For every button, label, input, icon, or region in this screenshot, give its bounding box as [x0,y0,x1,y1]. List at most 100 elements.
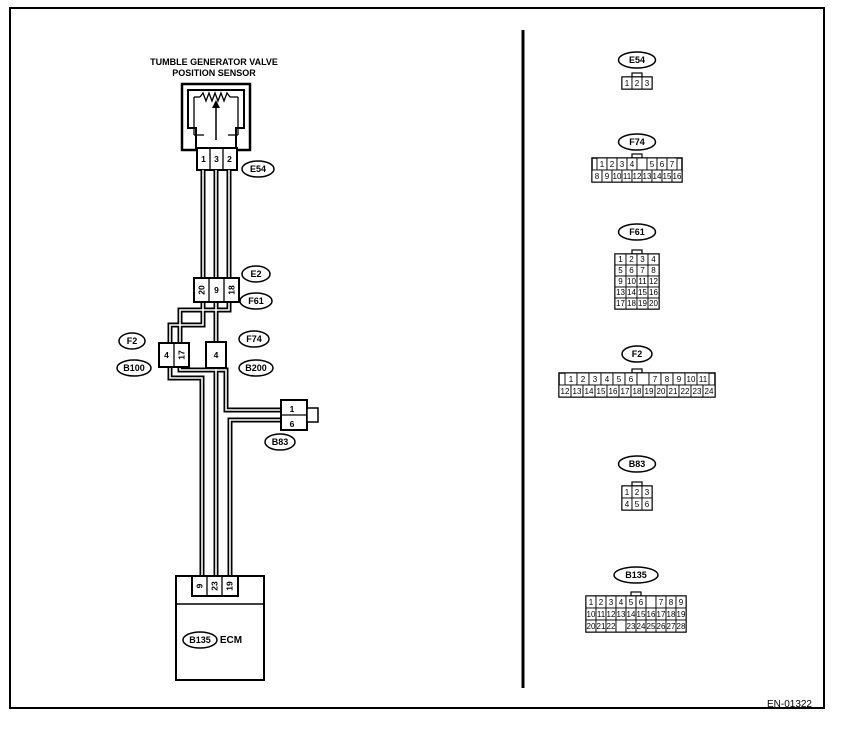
connector-pin: 18 [667,610,676,619]
connector-view-ref [613,566,659,584]
sensor-connector: 1 3 2 E54 [196,147,275,178]
connector-cell [636,157,648,171]
sensor-title: TUMBLE GENERATOR VALVE POSITION SENSOR [150,57,278,78]
left-connector-ref-top-label: F2 [127,336,138,346]
connector-cell [675,619,687,633]
connector-pin: 16 [673,172,682,181]
ecm-ref [182,631,218,649]
connector-pin: 14 [653,172,662,181]
connector-pin: 24 [705,387,714,396]
connector-pin: 4 [651,255,656,264]
ecm-ref-label: B135 [189,635,211,645]
connector-pin: 8 [665,375,670,384]
connector-pin: 6 [639,598,644,607]
connector-cell [615,619,627,633]
connector-pin: 22 [681,387,690,396]
connector-pin: 3 [645,79,650,88]
right-connector-ref [264,433,296,451]
connector-cell [641,76,653,90]
connector-pin: 7 [653,375,658,384]
right-pin-6: 6 [290,419,295,429]
connector-view-ref-label: F74 [629,137,645,147]
connector-pin: 3 [645,488,650,497]
connector-cell [645,595,657,609]
connector-pin: 16 [649,288,658,297]
connector-pin: 25 [647,622,656,631]
center-connector-ref-bottom-label: B200 [245,363,267,373]
connector-pin: 26 [657,622,666,631]
connector-pin: 9 [679,598,684,607]
connector-pin: 8 [651,266,656,275]
connector-cell [702,384,716,398]
connector-pin: 15 [663,172,672,181]
connector-pin: 12 [607,610,616,619]
ecm-pin-19: 19 [225,581,235,591]
connector-pin: 17 [657,610,666,619]
connector-pin: 4 [619,598,624,607]
sensor-pin-1: 1 [201,154,206,164]
connector-pin: 9 [605,172,610,181]
connector-pin: 3 [640,255,645,264]
connector-pin: 1 [625,79,630,88]
sensor-title-line1: TUMBLE GENERATOR VALVE [150,57,278,67]
connector-pin: 12 [649,277,658,286]
sensor-pin-3: 3 [214,154,219,164]
left-pin-4: 4 [164,350,169,360]
sensor-connector-ref [241,160,275,178]
connector-pin: 2 [599,598,604,607]
connector-pin: 22 [607,622,616,631]
sensor-connector-ref-label: E54 [250,164,266,174]
connector-pin: 15 [638,288,647,297]
connector-view-ref [617,223,657,241]
connector-pin: 1 [589,598,594,607]
right-connector: 1 6 B83 [264,399,319,451]
connector-pin: 1 [625,488,630,497]
connector-pin: 7 [670,160,675,169]
connector-view-ref-label: B83 [629,459,646,469]
connector-cell [636,372,650,386]
ecm-pin-9: 9 [195,583,205,588]
connector-pin: 10 [687,375,696,384]
connector-pin: 14 [627,610,636,619]
left-connector-ref-bottom-label: B100 [123,363,145,373]
connector-pin: 1 [569,375,574,384]
center-connector-ref-top-label: F74 [246,334,262,344]
center-connector: 4 F74 B200 [205,330,274,377]
connector-pin: 3 [620,160,625,169]
sensor-title-line2: POSITION SENSOR [172,68,256,78]
right-pin-1: 1 [290,404,295,414]
connector-view-ref [621,345,653,363]
connector-pin: 14 [585,387,594,396]
connector-pin: 11 [623,172,632,181]
connector-pin: 17 [621,387,630,396]
connector-pin: 6 [660,160,665,169]
connector-pin: 17 [616,299,625,308]
connector-pin: 27 [667,622,676,631]
connector-pin: 23 [627,622,636,631]
left-connector: 4 17 F2 B100 [116,332,190,377]
connector-pin: 5 [617,375,622,384]
mid-connector: 20 9 18 E2 F61 [193,265,273,310]
connector-pin: 8 [669,598,674,607]
connector-view-ref [617,51,657,69]
wire-pin1 [167,170,206,580]
connector-pin: 6 [645,500,650,509]
connector-pin: 23 [693,387,702,396]
connector-pin: 9 [618,277,623,286]
connector-view-ref-label: E54 [629,55,645,65]
center-connector-ref-bottom [238,359,274,377]
connector-cell [647,297,660,310]
connector-pin: 14 [627,288,636,297]
connector-pin: 4 [625,500,630,509]
connector-pin: 1 [618,255,623,264]
connector-view-ref [617,133,657,151]
connector-pin: 11 [638,277,647,286]
connector-pin: 9 [677,375,682,384]
ecm-label: ECM [220,635,242,646]
